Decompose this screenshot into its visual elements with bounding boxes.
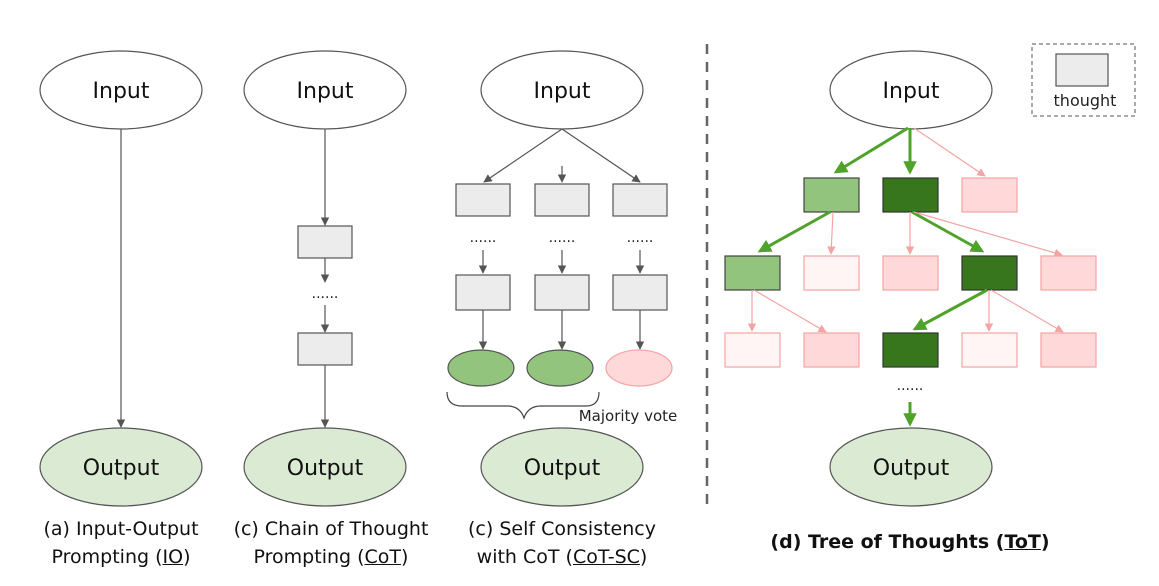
tot-edge-in-l1c <box>913 127 986 177</box>
tot-node-l3d <box>961 332 1018 368</box>
caption-io: (a) Input-Output Prompting (IO) <box>36 515 206 571</box>
cotsc-answer-3 <box>605 349 673 387</box>
caption-cotsc-link[interactable]: CoT-SC <box>572 546 640 568</box>
caption-cot-line1: (c) Chain of Thought <box>233 518 429 540</box>
tot-node-l2d <box>961 255 1018 291</box>
tot-ellipsis: ...... <box>897 378 924 394</box>
cotsc-output-node <box>480 427 644 507</box>
cot-panel: Input ...... Output <box>243 50 407 507</box>
tot-output-label: Output <box>873 456 950 481</box>
caption-io-line2: Prompting (IO) <box>51 546 191 568</box>
cotsc-ellipsis-3: ...... <box>627 230 654 246</box>
io-input-label: Input <box>93 79 150 104</box>
tot-node-l3c <box>882 332 939 368</box>
cot-thought-box-2 <box>297 332 353 366</box>
cotsc-answer-2 <box>526 349 594 387</box>
tot-output-node <box>829 427 993 507</box>
cot-input-label: Input <box>297 79 354 104</box>
cotsc-thought-3b <box>612 274 668 311</box>
legend-label: thought <box>1054 91 1117 110</box>
caption-tot-link[interactable]: ToT <box>1004 531 1041 553</box>
caption-tot: (d) Tree of Thoughts (ToT) <box>770 531 1050 553</box>
cotsc-answer-1 <box>447 349 515 387</box>
tot-node-l1b <box>882 177 939 213</box>
caption-io-line1: (a) Input-Output <box>43 518 199 540</box>
cotsc-input-label: Input <box>534 79 591 104</box>
caption-cot-link[interactable]: CoT <box>364 546 402 568</box>
tot-node-l1c <box>961 177 1018 213</box>
caption-cotsc: (c) Self Consistency with CoT (CoT-SC) <box>456 515 668 571</box>
tot-node-l1a <box>803 177 860 213</box>
tot-node-l3e <box>1040 332 1097 368</box>
io-panel: Input Output <box>39 50 203 507</box>
cotsc-majority-brace <box>446 391 600 420</box>
cotsc-ellipsis-2: ...... <box>549 230 576 246</box>
cotsc-ellipsis-1: ...... <box>470 230 497 246</box>
caption-io-link[interactable]: IO <box>162 546 184 568</box>
tot-node-l2c <box>882 255 939 291</box>
cotsc-thought-2b <box>534 274 590 311</box>
tot-input-label: Input <box>883 79 940 104</box>
caption-cot-line2: Prompting (CoT) <box>253 546 409 568</box>
tot-edge-l2d-l3e <box>990 289 1064 333</box>
legend-thought-box <box>1055 53 1109 87</box>
cotsc-thought-2a <box>534 183 590 217</box>
io-output-label: Output <box>83 456 160 481</box>
cot-ellipsis: ...... <box>312 286 339 302</box>
tot-node-l3a <box>724 332 781 368</box>
caption-cotsc-line1: (c) Self Consistency <box>468 518 656 540</box>
caption-cot: (c) Chain of Thought Prompting (CoT) <box>228 515 434 571</box>
caption-cotsc-line2: with CoT (CoT-SC) <box>476 546 648 568</box>
tot-edge-l1a-l2b <box>827 211 836 255</box>
tot-edge-l2d-l3c <box>912 288 988 331</box>
cotsc-thought-1a <box>455 183 511 217</box>
tot-panel: Input ...... O <box>724 50 1097 507</box>
tot-node-l2e <box>1040 255 1097 291</box>
tot-edge-l1a-l2a <box>757 210 831 253</box>
cotsc-arrow-branch-1 <box>483 128 563 183</box>
cot-thought-box-1 <box>297 225 353 259</box>
cotsc-arrow-branch-3 <box>561 128 641 183</box>
tot-edge-l1b-l2d <box>911 210 985 253</box>
tot-edge-in-l1a <box>833 126 909 174</box>
tot-edge-l2a-l3b <box>753 289 827 333</box>
cotsc-output-label: Output <box>524 456 601 481</box>
tot-edge-l1b-l2e <box>913 211 1063 257</box>
legend: thought <box>1031 43 1136 117</box>
cotsc-majority-vote-label: Majority vote <box>579 407 678 425</box>
tot-node-l2a <box>724 255 781 291</box>
cotsc-thought-3a <box>612 183 668 217</box>
cot-output-node <box>243 427 407 507</box>
io-output-node <box>39 427 203 507</box>
tot-node-l2b <box>803 255 860 291</box>
cotsc-panel: Input ...... ...... ...... Majority vote… <box>446 50 678 507</box>
tot-node-l3b <box>803 332 860 368</box>
cotsc-thought-1b <box>455 274 511 311</box>
cot-output-label: Output <box>287 456 364 481</box>
legend-frame <box>1031 43 1136 117</box>
